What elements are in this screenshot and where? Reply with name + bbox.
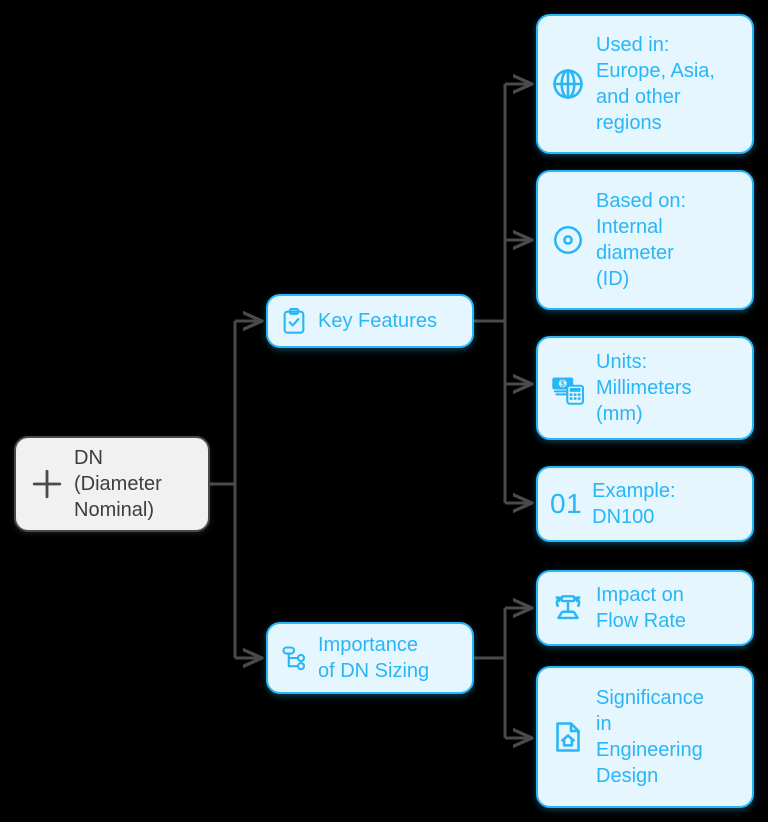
leaf-node-based-on[interactable]: Based on: Internal diameter (ID) [536, 170, 754, 310]
branch-label-key-features: Key Features [318, 310, 437, 332]
money-calculator-icon: $ [550, 370, 586, 406]
leaf-node-units[interactable]: $ Units: Millimeters (mm) [536, 336, 754, 440]
valve-flow-icon [550, 590, 586, 626]
circle-dot-icon [550, 222, 586, 258]
leaf-label-used-in: Used in: Europe, Asia, and other regions [596, 34, 715, 134]
branch-node-key-features[interactable]: Key Features [266, 294, 474, 348]
clipboard-check-icon [280, 307, 308, 335]
plus-icon [30, 467, 64, 501]
svg-text:$: $ [561, 380, 566, 389]
hierarchy-icon [280, 644, 308, 672]
document-house-icon [550, 719, 586, 755]
number-badge: 01 [550, 488, 583, 519]
branch-node-importance-of-dn-sizing[interactable]: Importance of DN Sizing [266, 622, 474, 694]
leaf-node-example[interactable]: 01 Example: DN100 [536, 466, 754, 542]
branch-label-importance-of-dn-sizing: Importance of DN Sizing [318, 634, 430, 682]
leaf-label-based-on: Based on: Internal diameter (ID) [596, 190, 687, 290]
leaf-label-example: Example: DN100 [592, 480, 676, 528]
root-node[interactable]: DN (Diameter Nominal) [14, 436, 210, 532]
leaf-node-impact-flow-rate[interactable]: Impact on Flow Rate [536, 570, 754, 646]
leaf-label-impact-flow-rate: Impact on Flow Rate [596, 584, 687, 632]
leaf-label-units: Units: Millimeters (mm) [596, 351, 692, 425]
leaf-node-used-in[interactable]: Used in: Europe, Asia, and other regions [536, 14, 754, 154]
root-node-label: DN (Diameter Nominal) [74, 447, 162, 521]
globe-icon [550, 66, 586, 102]
leaf-node-significance-design[interactable]: Significance in Engineering Design [536, 666, 754, 808]
leaf-label-significance-design: Significance in Engineering Design [596, 687, 704, 787]
